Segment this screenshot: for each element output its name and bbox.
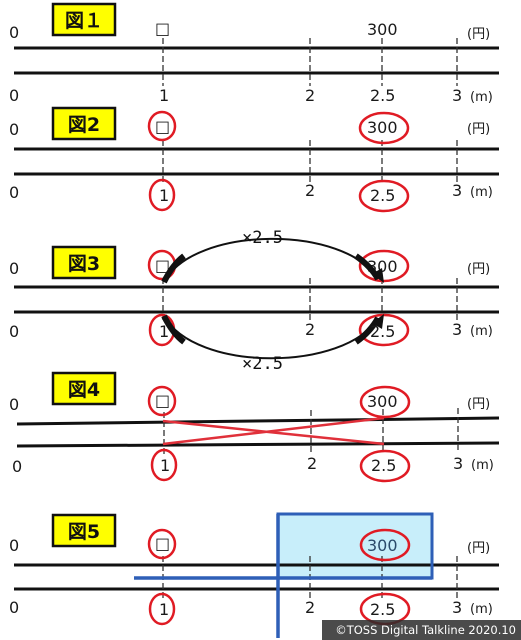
multiplier-top-label: ×2.5 [242, 228, 283, 248]
multiply-arc-top-thick-start [161, 253, 186, 284]
tick-two-label: 2 [305, 598, 315, 617]
zero-top-label: 0 [9, 120, 19, 139]
bottom-unit-label: (m) [470, 90, 493, 105]
badge [51, 513, 117, 548]
copyright-text: ©TOSS Digital Talkline 2020.10 [335, 623, 516, 637]
tick-two-label: 2 [305, 320, 315, 339]
tick-two-label: 2 [307, 454, 317, 473]
top-value-label: 300 [367, 536, 398, 555]
zero-bottom-label: 0 [9, 598, 19, 617]
top-unit-label: (円) [467, 122, 490, 137]
unknown-box-symbol: □ [155, 19, 170, 38]
zero-bottom-label: 0 [9, 183, 19, 202]
panel-2: 図2 0 □ 300 (円) 0 1 2 2.5 3 (m) [9, 106, 499, 213]
badge [51, 245, 117, 280]
badge-label: 図１ [65, 10, 103, 32]
cross-line-b [162, 416, 385, 446]
highlight-circle-tick-one [148, 592, 176, 626]
bottom-number-line [16, 441, 500, 448]
tick-one-label: 1 [159, 86, 169, 105]
arrow-head-icon [372, 314, 384, 329]
multiply-arc-bottom [163, 315, 379, 360]
tick-two-label: 2 [305, 86, 315, 105]
top-value-label: 300 [367, 118, 398, 137]
unknown-box-symbol: □ [155, 256, 170, 275]
top-number-line [16, 416, 500, 426]
zero-top-label: 0 [9, 23, 19, 42]
zero-bottom-label: 0 [9, 322, 19, 341]
cross-line-a [162, 419, 385, 446]
highlight-circle-top-value [358, 111, 410, 145]
tick-three-label: 3 [452, 598, 462, 617]
copyright-background [322, 620, 521, 640]
tick-one-label: 1 [159, 322, 169, 341]
tick-val-label: 2.5 [370, 322, 395, 341]
badge-label: 図4 [68, 379, 100, 401]
zero-bottom-label: 0 [12, 457, 22, 476]
highlight-circle-box [147, 110, 177, 142]
highlight-circle-tick-val [358, 313, 410, 347]
zero-top-label: 0 [9, 259, 19, 278]
tick-val-label: 2.5 [370, 600, 395, 619]
panel-4: 図4 0 □ 300 (円) 0 1 2 2.5 3 (m) [9, 371, 500, 483]
badge-label: 図5 [68, 521, 100, 543]
highlight-circle-tick-val [359, 449, 411, 483]
top-value-label: 300 [367, 392, 398, 411]
highlight-circle-tick-one [148, 178, 176, 212]
multiplier-bottom-label: ×2.5 [242, 354, 283, 374]
highlight-box-fill [278, 514, 432, 578]
tick-one-label: 1 [159, 600, 169, 619]
highlight-circle-top-value [359, 385, 411, 419]
panel-1: 図１ 0 □ 300 (円) 0 1 2 2.5 3 (m) [9, 2, 499, 105]
unknown-box-symbol: □ [155, 391, 170, 410]
badge [51, 371, 117, 406]
top-unit-label: (円) [467, 27, 490, 42]
badge-label: 図2 [68, 114, 100, 136]
highlight-circle-tick-one [150, 448, 178, 482]
tick-val-label: 2.5 [371, 456, 396, 475]
panel-3: 図3 0 □ 300 (円) ×2.5 ×2.5 0 1 2 2.5 3 (m) [9, 228, 499, 374]
highlight-circle-box [147, 385, 177, 417]
tick-val-label: 2.5 [370, 86, 395, 105]
bottom-unit-label: (m) [470, 324, 493, 339]
copyright-block: ©TOSS Digital Talkline 2020.10 [322, 620, 521, 640]
bottom-unit-label: (m) [471, 458, 494, 473]
highlight-circle-box [147, 528, 177, 560]
highlight-circle-tick-val [358, 179, 410, 213]
tick-one-label: 1 [160, 456, 170, 475]
tick-three-label: 3 [452, 181, 462, 200]
panel-5: 図5 0 □ 300 (円) 0 1 2 2.5 3 (m) [9, 512, 499, 638]
top-unit-label: (円) [467, 541, 490, 556]
zero-top-label: 0 [9, 536, 19, 555]
tick-three-label: 3 [452, 320, 462, 339]
arrow-head-icon [372, 268, 384, 283]
tick-one-label: 1 [159, 186, 169, 205]
tick-three-label: 3 [453, 454, 463, 473]
zero-bottom-label: 0 [9, 86, 19, 105]
unknown-box-symbol: □ [155, 534, 170, 553]
top-unit-label: (円) [467, 262, 490, 277]
zero-top-label: 0 [9, 395, 19, 414]
tick-three-label: 3 [452, 86, 462, 105]
unknown-box-symbol: □ [155, 117, 170, 136]
highlight-circle-top-value [359, 528, 411, 562]
top-unit-label: (円) [467, 397, 490, 412]
tick-val-label: 2.5 [370, 186, 395, 205]
bottom-unit-label: (m) [470, 602, 493, 617]
badge [51, 2, 117, 37]
bottom-unit-label: (m) [470, 185, 493, 200]
badge-label: 図3 [68, 253, 100, 275]
top-value-label: 300 [367, 20, 398, 39]
highlight-circle-top-value [358, 249, 410, 283]
badge [51, 106, 117, 141]
tick-two-label: 2 [305, 181, 315, 200]
multiply-arc-bottom-thick-start [161, 314, 186, 345]
